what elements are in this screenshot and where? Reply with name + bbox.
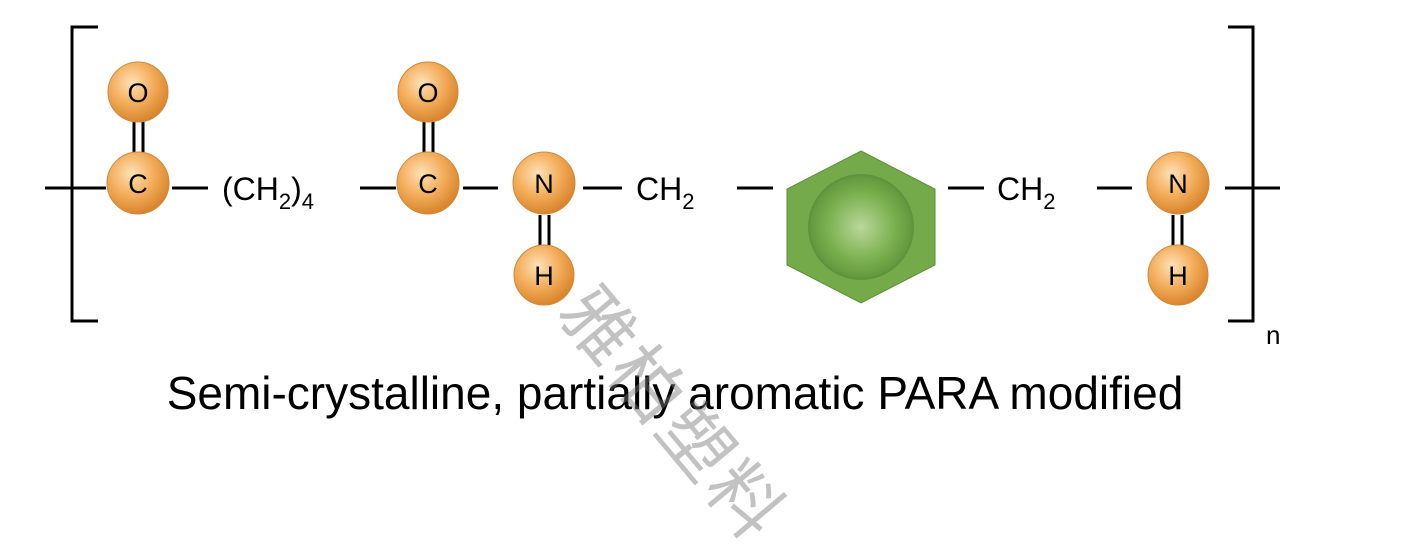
group-ch2-4: (CH2)4 (222, 171, 314, 214)
right-bracket (1228, 25, 1255, 323)
svg-text:C: C (418, 169, 438, 199)
diagram-caption: Semi-crystalline, partially aromatic PAR… (166, 367, 1184, 419)
atom-h-1: H (513, 244, 575, 306)
atom-o-2: O (397, 61, 459, 123)
svg-text:N: N (534, 169, 554, 199)
svg-text:O: O (127, 78, 148, 108)
benzene-ring (786, 150, 936, 304)
svg-text:N: N (1168, 169, 1188, 199)
group-ch2-b: CH2 (997, 171, 1055, 214)
atom-c-2: C (396, 151, 460, 215)
svg-text:H: H (534, 261, 554, 291)
svg-text:C: C (128, 169, 148, 199)
repeat-unit-label: n (1266, 320, 1280, 350)
left-bracket (70, 25, 98, 323)
group-ch2-a: CH2 (636, 171, 694, 214)
svg-text:H: H (1168, 261, 1188, 291)
atom-h-2: H (1147, 244, 1209, 306)
atom-n-2: N (1146, 151, 1210, 215)
svg-text:O: O (417, 78, 438, 108)
double-bonds (132, 119, 1184, 250)
polymer-structure-diagram: n O C O C N (45, 25, 1280, 350)
atom-n-1: N (512, 151, 576, 215)
atom-c-1: C (106, 151, 170, 215)
atom-o-1: O (107, 61, 169, 123)
